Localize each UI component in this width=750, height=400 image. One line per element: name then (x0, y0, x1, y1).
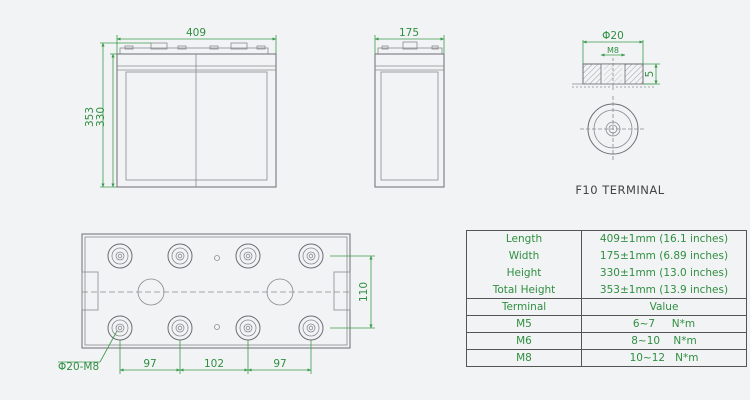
spec-value: 330±1mm (13.0 inches) (581, 264, 747, 282)
side-width-label: 175 (399, 27, 419, 39)
side-view: 175 (374, 27, 445, 188)
terminal-detail: Φ20 M8 5 F10 TERMINAL (572, 30, 664, 197)
spec-label: Width (466, 247, 582, 265)
terminal-header-value: Value (581, 298, 747, 316)
side-panel (380, 71, 439, 181)
front-cap (177, 45, 187, 50)
terminal-ring (306, 323, 316, 333)
terminal-ring (115, 323, 125, 333)
terminal-ring (171, 247, 189, 265)
terminal-ring (302, 319, 320, 337)
side-cap (431, 45, 439, 50)
terminal-ring (308, 325, 314, 331)
top-marker (214, 324, 220, 330)
top-spacing-right-label: 97 (273, 358, 286, 370)
terminal-outer-ring (298, 243, 324, 269)
terminal-ring (175, 251, 185, 261)
terminal-value: 8~10 N*m (581, 332, 747, 350)
terminal-ring (245, 253, 251, 259)
total-height-label: 353 (84, 107, 96, 127)
terminal-ring (117, 325, 123, 331)
front-view: 409 353 330 (84, 27, 277, 188)
top-spacing-left-label: 97 (143, 358, 156, 370)
terminal-ring (175, 323, 185, 333)
top-callout-leader (99, 330, 118, 363)
spec-label: Total Height (466, 281, 582, 299)
terminal-ring (302, 247, 320, 265)
terminal-ring (177, 325, 183, 331)
top-handle-left (81, 271, 99, 311)
terminal-thread-label: M8 (607, 46, 619, 55)
terminal-header-label: Terminal (466, 298, 582, 316)
terminal-ring (177, 253, 183, 259)
front-terminal-left (150, 42, 168, 50)
front-width-label: 409 (186, 27, 206, 39)
terminal-ring (171, 319, 189, 337)
terminal-outer-ring (235, 243, 261, 269)
terminal-label: M6 (466, 332, 582, 350)
terminal-ring (243, 251, 253, 261)
top-height-label: 110 (358, 282, 370, 302)
side-body (374, 53, 445, 188)
top-inner (84, 236, 348, 346)
top-view: 110 97 102 97 Φ20-M8 (58, 233, 375, 374)
spec-label: Height (466, 264, 582, 282)
terminal-ring (243, 323, 253, 333)
top-spacing-mid-label: 102 (204, 358, 224, 370)
terminal-label: M8 (466, 349, 582, 367)
terminal-ring (115, 251, 125, 261)
side-cap (381, 45, 389, 50)
front-terminal-right (230, 42, 248, 50)
terminal-ring (239, 247, 257, 265)
terminal-caption: F10 TERMINAL (575, 183, 664, 197)
height-label: 330 (95, 107, 107, 127)
top-callout-label: Φ20-M8 (58, 361, 99, 373)
front-body (116, 53, 277, 188)
terminal-ring (111, 319, 129, 337)
terminal-ring (111, 247, 129, 265)
terminal-outer-ring (167, 243, 193, 269)
top-handle-right (333, 271, 351, 311)
terminal-depth-label: 5 (644, 71, 656, 78)
side-terminal (402, 41, 418, 50)
spec-label: Length (466, 230, 582, 248)
spec-value: 353±1mm (13.9 inches) (581, 281, 747, 299)
terminal-ring (308, 253, 314, 259)
front-panel (125, 71, 268, 181)
front-cap (209, 45, 219, 50)
terminal-ring (239, 319, 257, 337)
terminal-label: M5 (466, 315, 582, 333)
front-cap (124, 45, 134, 50)
top-marker (214, 255, 220, 261)
terminal-ring (117, 253, 123, 259)
terminal-value: 10~12 N*m (581, 349, 747, 367)
spec-value: 409±1mm (16.1 inches) (581, 230, 747, 248)
terminal-outer-ring (107, 243, 133, 269)
terminal-ring (245, 325, 251, 331)
terminal-value: 6~7 N*m (581, 315, 747, 333)
terminal-dia-label: Φ20 (602, 30, 624, 42)
terminal-ring (306, 251, 316, 261)
spec-value: 175±1mm (6.89 inches) (581, 247, 747, 265)
front-cap (256, 45, 266, 50)
